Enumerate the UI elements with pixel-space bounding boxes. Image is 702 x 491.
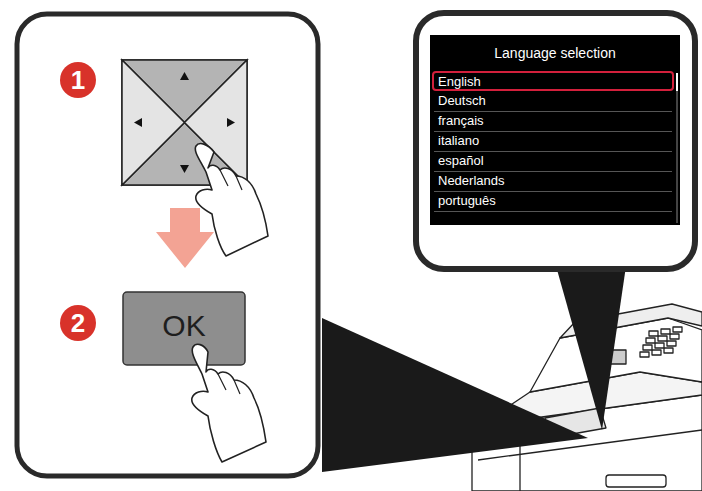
key (646, 338, 655, 343)
row-separator (434, 211, 672, 212)
lcd-screen: Language selectionEnglishDeutsch français… (430, 35, 680, 225)
button-label: OK (162, 309, 205, 343)
key (667, 341, 676, 346)
highlight-box: English (432, 71, 674, 91)
scroll-bar (676, 73, 678, 223)
key (649, 331, 658, 336)
menu-item: português (438, 193, 496, 209)
key (670, 334, 679, 339)
row-separator (434, 171, 672, 172)
row-separator (434, 131, 672, 132)
screen-title: Language selection (430, 35, 680, 61)
menu-item: français (438, 113, 484, 129)
key (640, 352, 649, 357)
key (652, 350, 661, 355)
key (658, 336, 667, 341)
key (673, 327, 682, 332)
ok-button: OK (123, 292, 245, 365)
step-panel (17, 14, 318, 476)
row-separator (434, 191, 672, 192)
screen-bubble (416, 13, 695, 269)
callout-number: 1 (60, 62, 96, 98)
row-separator (434, 111, 672, 112)
pointing-hand (192, 344, 266, 462)
menu-item: español (438, 153, 484, 169)
menu-item: English (438, 74, 481, 89)
down-arrow (156, 208, 214, 268)
callout-number: 2 (60, 305, 96, 341)
menu-item: Deutsch (438, 93, 486, 109)
key (661, 329, 670, 334)
menu-item: italiano (438, 133, 479, 149)
row-separator (434, 151, 672, 152)
key (643, 345, 652, 350)
scroll-thumb (676, 73, 678, 91)
key (655, 343, 664, 348)
menu-item: Nederlands (438, 173, 505, 189)
key (664, 348, 673, 353)
leader-wedge (556, 266, 626, 430)
arrow-pad (122, 60, 247, 185)
ok-button-face (123, 292, 245, 365)
leader-wedge (322, 318, 588, 472)
